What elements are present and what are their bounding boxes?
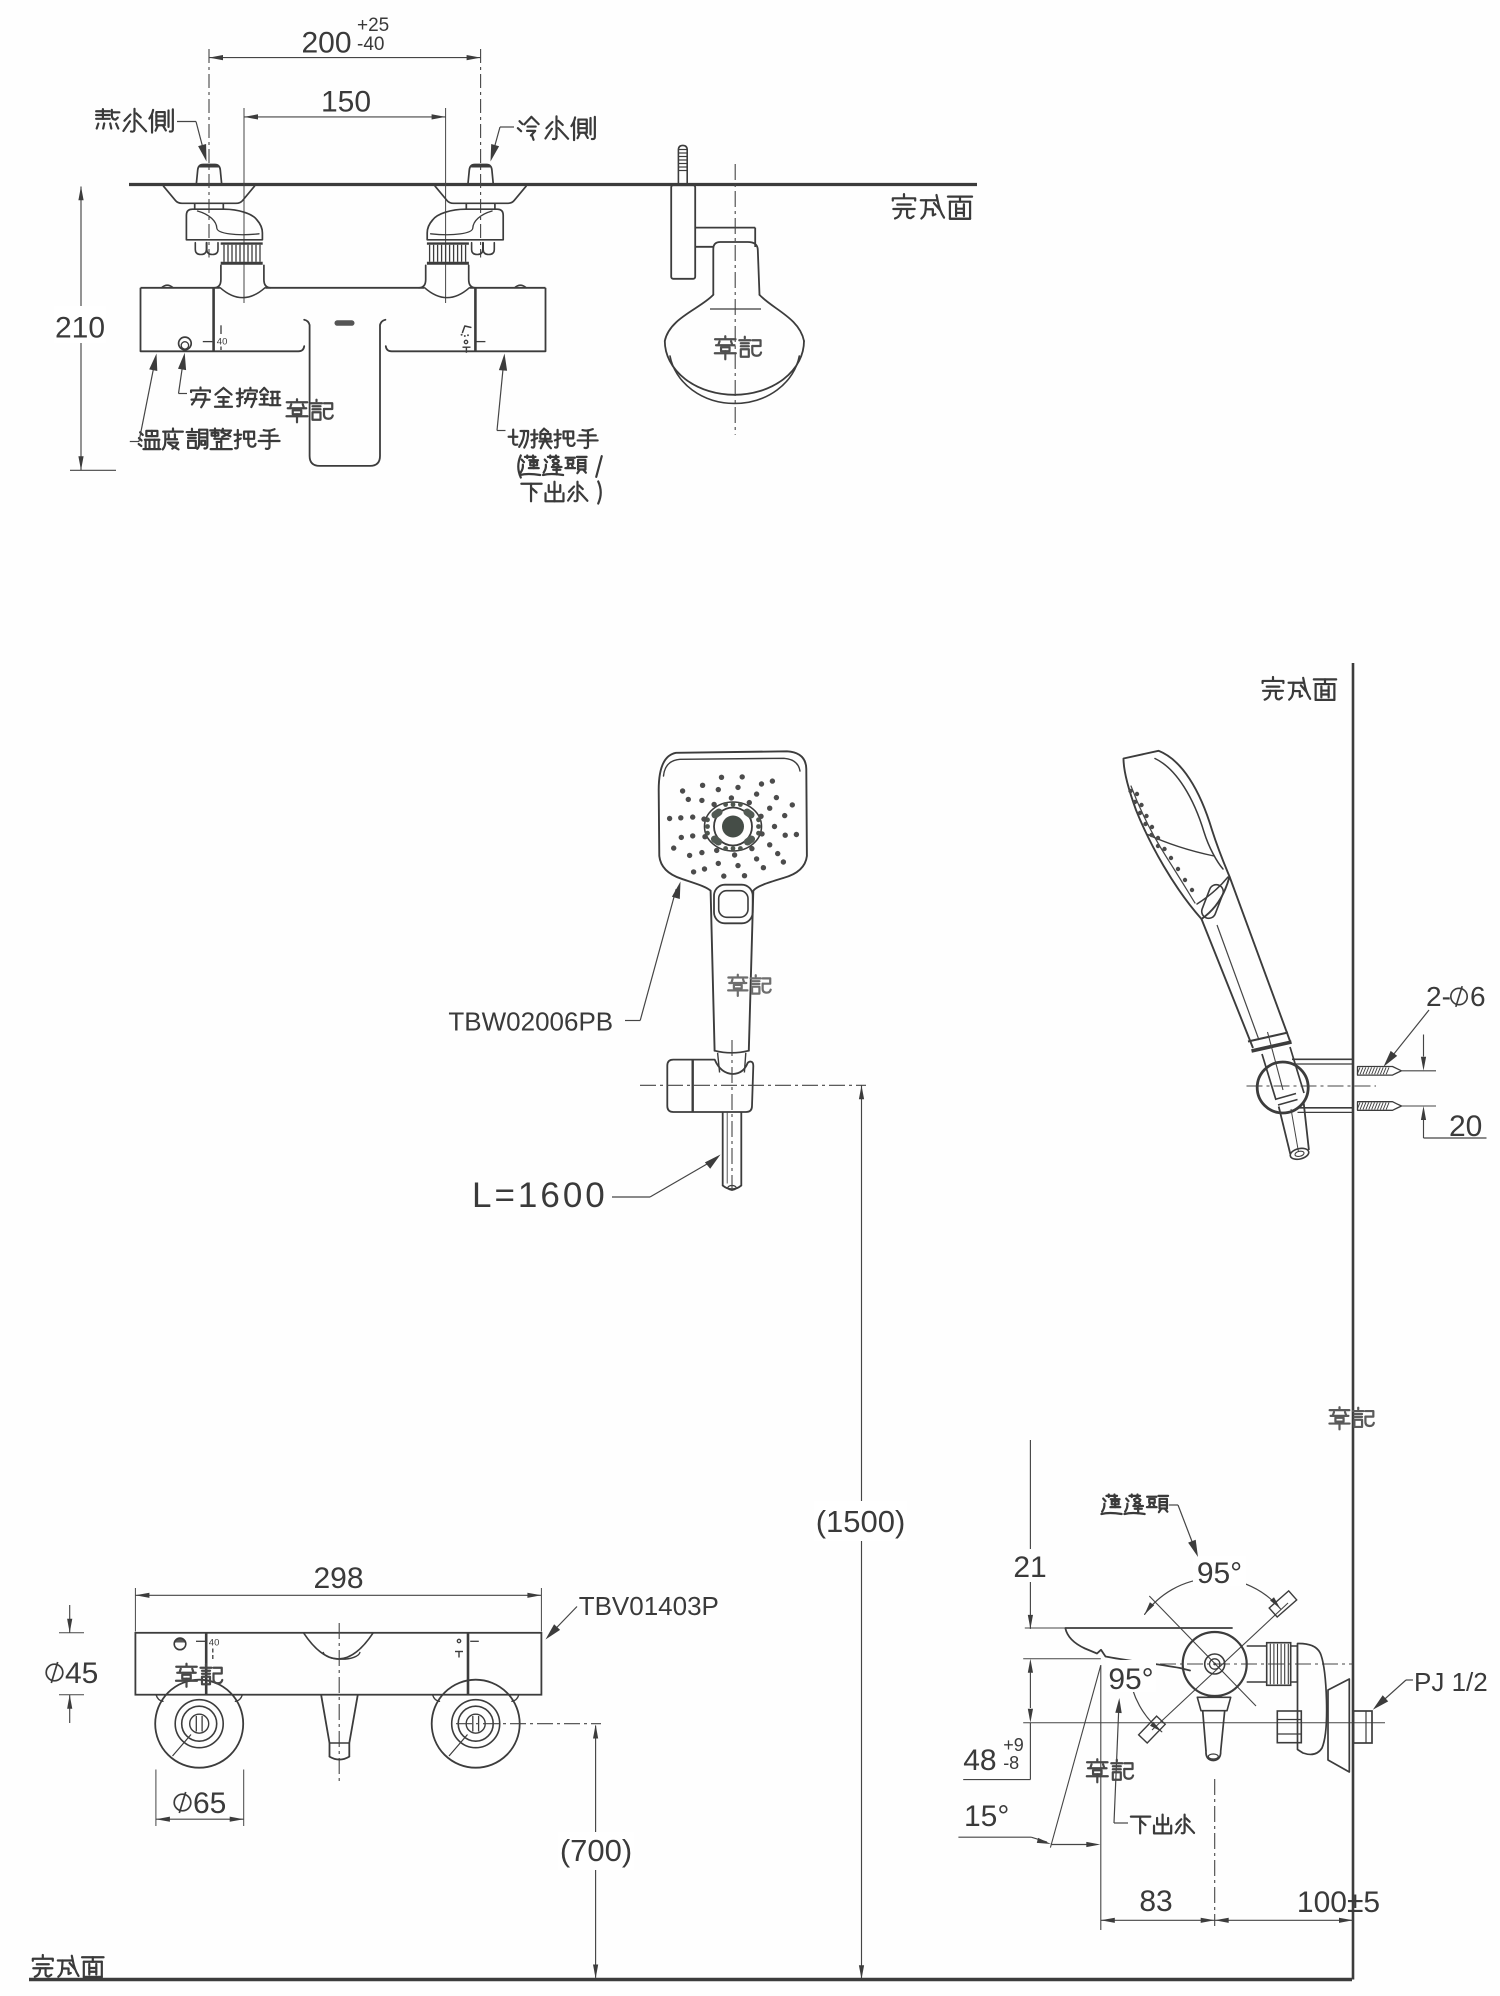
svg-text:40: 40	[217, 337, 228, 348]
svg-text:65: 65	[193, 1787, 226, 1820]
svg-text:(700): (700)	[560, 1833, 632, 1868]
svg-text:PJ 1/2: PJ 1/2	[1414, 1667, 1488, 1697]
svg-text:95°: 95°	[1108, 1663, 1153, 1696]
svg-text:+25: +25	[357, 15, 389, 36]
svg-text:TBW02006PB: TBW02006PB	[448, 1007, 613, 1037]
svg-text:15°: 15°	[964, 1800, 1009, 1833]
svg-text:21: 21	[1013, 1551, 1046, 1584]
svg-text:83: 83	[1139, 1885, 1172, 1918]
svg-text:100±5: 100±5	[1297, 1886, 1380, 1919]
svg-text:-8: -8	[1003, 1753, 1019, 1773]
svg-text:TBV01403P: TBV01403P	[579, 1591, 719, 1621]
svg-text:150: 150	[321, 86, 371, 119]
svg-text:45: 45	[65, 1657, 98, 1690]
svg-text:48: 48	[963, 1744, 996, 1777]
svg-text:-40: -40	[357, 34, 384, 55]
svg-text:40: 40	[209, 1638, 220, 1649]
svg-text:6: 6	[1470, 981, 1486, 1012]
svg-text:200: 200	[301, 27, 351, 60]
svg-text:20: 20	[1449, 1110, 1482, 1143]
svg-text:L=1600: L=1600	[472, 1176, 608, 1215]
svg-text:95°: 95°	[1197, 1557, 1242, 1590]
svg-text:298: 298	[313, 1562, 363, 1595]
svg-text:+9: +9	[1003, 1735, 1024, 1755]
svg-text:210: 210	[55, 312, 105, 345]
svg-text:2-: 2-	[1426, 981, 1451, 1012]
svg-text:(1500): (1500)	[816, 1504, 906, 1539]
